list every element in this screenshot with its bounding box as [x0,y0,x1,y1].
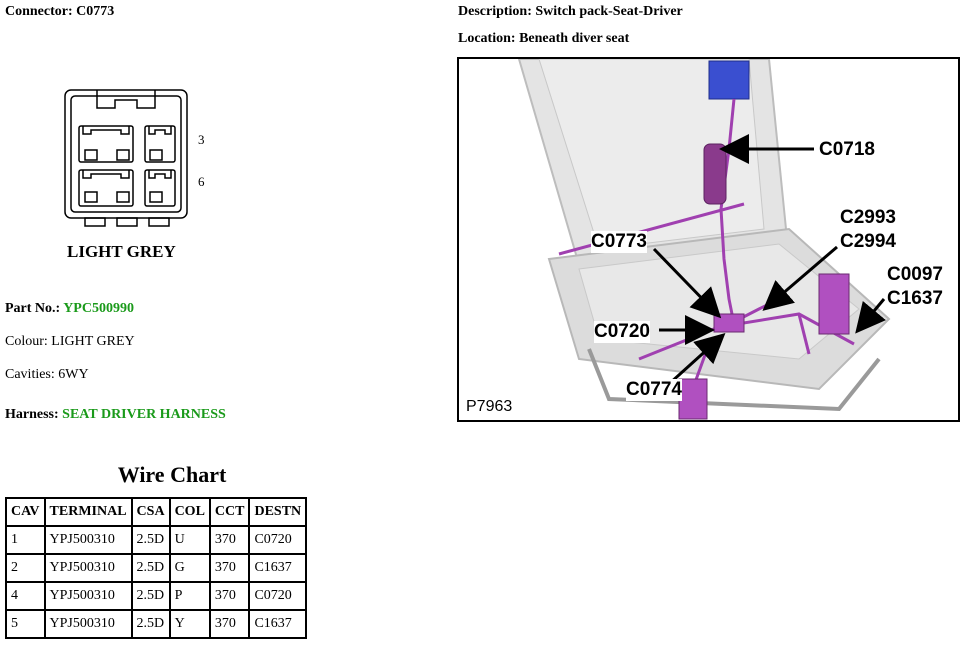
connector-face-diagram: 1 3 4 6 LIGHT GREY [64,89,205,261]
callout-c0718: C0718 [819,139,875,161]
cell-col: Y [168,609,211,639]
figure-id: P7963 [464,398,515,416]
cell-cct: 370 [208,525,251,555]
wire-chart-header-row: CAV TERMINAL CSA COL CCT DESTN [5,497,308,527]
description-label: Description: [458,4,532,19]
part-number-label: Part No.: [5,301,61,316]
header-terminal: TERMINAL [43,497,133,527]
connector-heading: Connector: C0773 [5,4,114,20]
cavities-label: Cavities: [5,367,55,382]
part-number-row: Part No.: YPC500990 [5,301,134,317]
cavity-block-4 [78,169,134,207]
cell-destn: C1637 [248,609,308,639]
cell-destn: C0720 [248,525,308,555]
location-heading: Location: Beneath diver seat [458,31,629,47]
description-value: Switch pack-Seat-Driver [535,4,683,19]
callout-c2993: C2993 [840,207,896,229]
callout-c2994: C2994 [840,231,896,253]
cell-destn: C0720 [248,581,308,611]
table-row: 2 YPJ500310 2.5D G 370 C1637 [5,553,308,583]
table-row: 4 YPJ500310 2.5D P 370 C0720 [5,581,308,611]
wire-chart-title: Wire Chart [117,462,227,487]
location-label: Location: [458,31,516,46]
harness-link[interactable]: SEAT DRIVER HARNESS [62,407,226,422]
motor-c0718 [703,143,727,205]
connector-latch [96,90,156,109]
cell-cct: 370 [208,609,251,639]
cavities-value: 6WY [58,367,89,382]
cell-col: G [168,553,211,583]
colour-label: Colour: [5,334,48,349]
callout-c0774: C0774 [626,379,682,401]
cavity-block-3 [144,125,176,163]
cell-terminal: YPJ500310 [43,581,133,611]
callout-c0097: C0097 [887,264,943,286]
colour-value: LIGHT GREY [51,334,135,349]
connector-label: Connector: [5,4,73,19]
header-csa: CSA [130,497,171,527]
cell-terminal: YPJ500310 [43,525,133,555]
cell-col: U [168,525,211,555]
cavity-block-1 [78,125,134,163]
cell-cav: 5 [5,609,46,639]
connector-c0774-shape [678,378,708,420]
part-number-link[interactable]: YPC500990 [63,301,134,316]
header-col: COL [168,497,211,527]
description-heading: Description: Switch pack-Seat-Driver [458,4,683,20]
header-destn: DESTN [248,497,308,527]
callout-c1637: C1637 [887,288,943,310]
connector-housing-outline [64,89,188,219]
cell-terminal: YPJ500310 [43,609,133,639]
location-value: Beneath diver seat [519,31,630,46]
header-cav: CAV [5,497,46,527]
pin-label-6: 6 [198,174,205,189]
connector-c0097-shape [818,273,850,335]
connector-color-caption: LIGHT GREY [67,242,176,261]
table-row: 1 YPJ500310 2.5D U 370 C0720 [5,525,308,555]
connector-housing-inner [70,95,182,213]
cell-cav: 2 [5,553,46,583]
cavities-row: Cavities: 6WY [5,367,89,383]
callout-c0773: C0773 [591,231,647,253]
connector-c0720-shape [713,313,745,333]
table-row: 5 YPJ500310 2.5D Y 370 C1637 [5,609,308,639]
seat-module-blue [708,60,750,100]
cell-csa: 2.5D [130,609,171,639]
cell-csa: 2.5D [130,553,171,583]
cell-cct: 370 [208,553,251,583]
wire-chart-table: CAV TERMINAL CSA COL CCT DESTN 1 YPJ5003… [5,497,308,639]
seat-location-figure: C0718 C2993 C2994 C0773 C0097 C1637 C072… [457,57,960,422]
connector-value: C0773 [76,4,115,19]
cell-cct: 370 [208,581,251,611]
cell-cav: 4 [5,581,46,611]
cell-destn: C1637 [248,553,308,583]
cell-csa: 2.5D [130,525,171,555]
header-cct: CCT [208,497,251,527]
harness-row: Harness: SEAT DRIVER HARNESS [5,407,226,423]
cell-cav: 1 [5,525,46,555]
cell-terminal: YPJ500310 [43,553,133,583]
harness-label: Harness: [5,407,59,422]
callout-c0720: C0720 [594,321,650,343]
cell-col: P [168,581,211,611]
seat-frame [587,348,881,412]
cavity-block-6 [144,169,176,207]
cell-csa: 2.5D [130,581,171,611]
colour-row: Colour: LIGHT GREY [5,334,135,350]
pin-label-3: 3 [198,132,205,147]
